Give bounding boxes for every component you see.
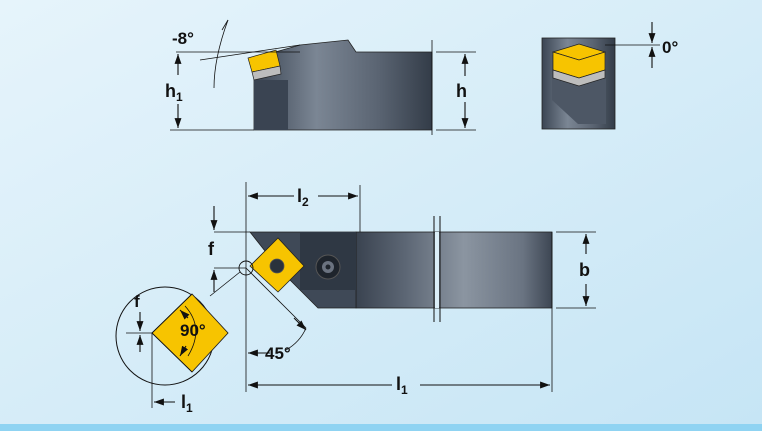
label-l1-detail-main: l: [181, 392, 186, 412]
label-h: h: [456, 81, 467, 101]
label-h1-main: h: [165, 81, 176, 101]
label-l2-main: l: [297, 186, 302, 206]
detail-view: 90° f l1: [115, 271, 241, 415]
label-l1-detail: l1: [181, 392, 193, 415]
top-view-insert-hole: [269, 258, 285, 274]
top-view-shank: [355, 231, 553, 309]
label-l1-main: l: [396, 374, 401, 394]
label-l1-sub: 1: [401, 383, 408, 397]
side-view-insert-shim: [251, 65, 282, 81]
label-l2: l2: [297, 186, 309, 209]
label-f-top: f: [208, 239, 215, 259]
top-view: l2 f b 45° l1: [208, 182, 596, 397]
label-angle-90: 90°: [180, 321, 206, 340]
label-l1: l1: [396, 374, 408, 397]
label-l1-detail-sub: 1: [186, 401, 193, 415]
angle-arc-neg8: [213, 19, 229, 89]
side-view-head-shadow: [254, 80, 288, 130]
label-l2-sub: 2: [302, 195, 309, 209]
label-angle-45: 45°: [265, 344, 291, 363]
label-f-detail: f: [134, 292, 140, 311]
label-h1: h1: [165, 81, 183, 104]
bottom-rule: [0, 424, 762, 431]
label-angle-neg8: -8°: [172, 29, 194, 48]
label-b: b: [579, 260, 590, 280]
front-view-shim: [552, 69, 606, 87]
side-view: -8° h1 h: [165, 19, 476, 135]
label-h1-sub: 1: [176, 90, 183, 104]
label-angle-0: 0°: [662, 38, 678, 57]
detail-90-arc: [184, 305, 197, 357]
front-view: 0°: [541, 22, 678, 130]
